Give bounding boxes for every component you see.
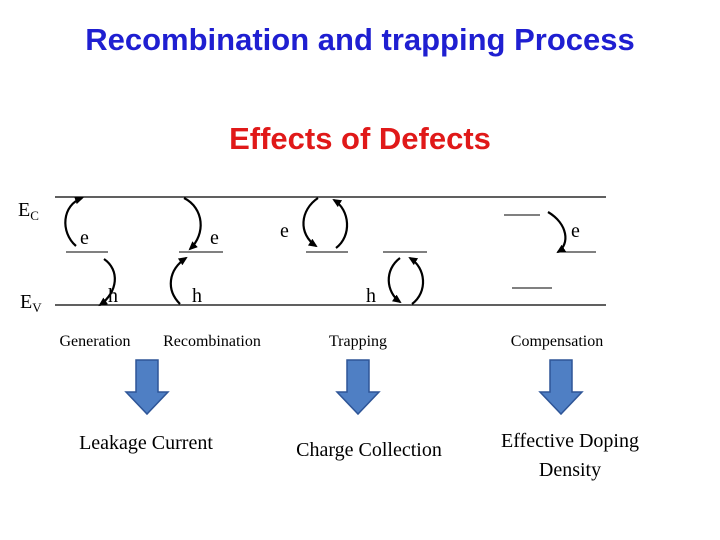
- effect-charge-collection: Charge Collection: [296, 439, 442, 461]
- compensation-e-arrow: [547, 211, 567, 254]
- leakage-block-arrow: [124, 359, 170, 416]
- doping-block-arrow: [538, 359, 584, 416]
- trapping-e-arrow-up: [332, 198, 349, 249]
- recombination-electron: e: [210, 227, 219, 249]
- recombination-hole: h: [192, 285, 202, 307]
- valence-band-label: EV: [20, 291, 42, 315]
- generation-electron: e: [80, 227, 89, 249]
- recombination-e-arrow: [183, 197, 202, 251]
- trapping-e-arrow-down: [302, 197, 319, 248]
- conduction-band-label: EC: [18, 199, 39, 223]
- effect-leakage-current: Leakage Current: [79, 432, 213, 454]
- recombination-h-arrow: [169, 256, 188, 305]
- process-trapping: Trapping: [329, 333, 387, 350]
- effect-doping-line2: Density: [539, 459, 601, 481]
- process-recombination: Recombination: [163, 333, 261, 350]
- trapping-hole: h: [366, 285, 376, 307]
- slide-title: Recombination and trapping Process: [85, 22, 635, 57]
- generation-h-arrow: [98, 258, 116, 307]
- generation-hole: h: [108, 285, 118, 307]
- process-compensation: Compensation: [511, 333, 603, 350]
- process-generation: Generation: [59, 333, 130, 350]
- generation-e-arrow: [64, 196, 84, 247]
- trapping-electron: e: [280, 220, 289, 242]
- trapping-h-arrow-down: [387, 257, 402, 304]
- charge-block-arrow: [335, 359, 381, 416]
- effect-doping-line1: Effective Doping: [501, 430, 639, 452]
- trapping-h-arrow-up: [408, 256, 425, 305]
- compensation-electron: e: [571, 220, 580, 242]
- slide-subtitle: Effects of Defects: [229, 121, 491, 156]
